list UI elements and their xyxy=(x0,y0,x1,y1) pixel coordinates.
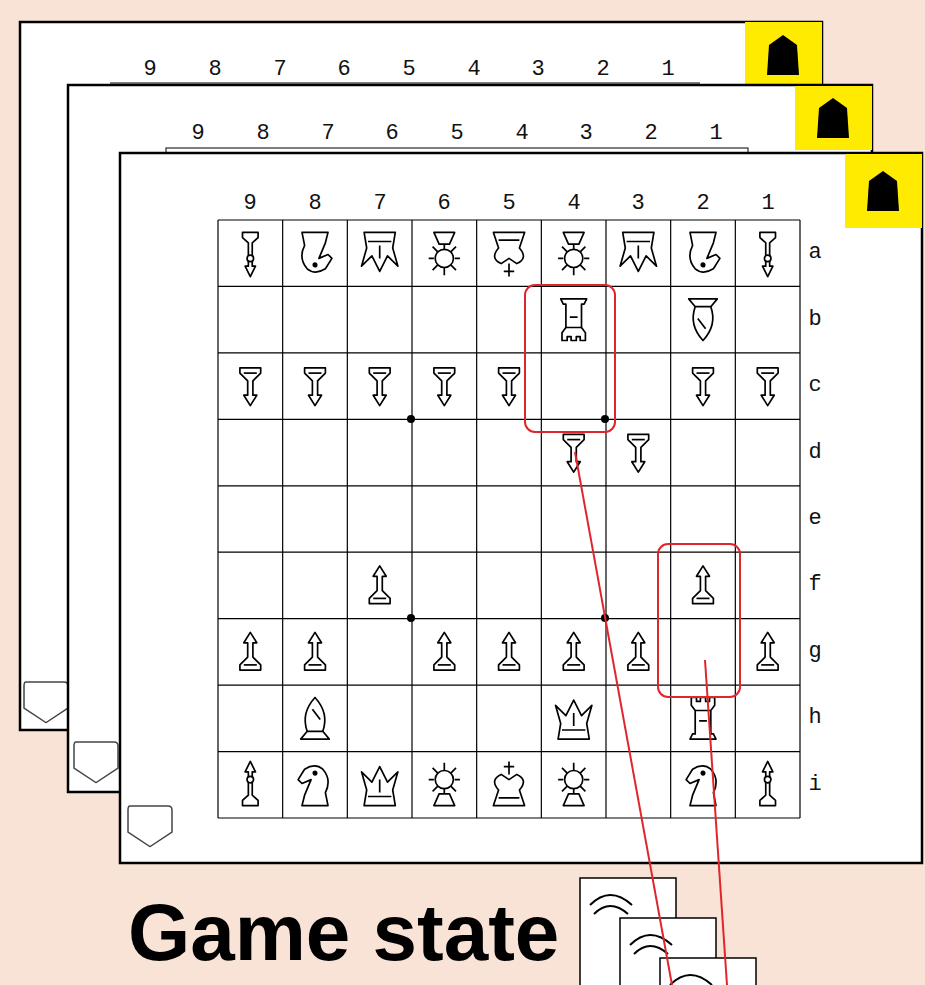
column-number: 2 xyxy=(696,193,709,215)
row-letter: h xyxy=(808,707,821,729)
shogi-piece xyxy=(499,368,520,406)
pieces xyxy=(240,232,778,805)
shogi-piece xyxy=(563,434,584,472)
shogi-piece xyxy=(760,761,776,805)
grid-line xyxy=(218,352,800,353)
column-number: 9 xyxy=(191,123,204,145)
shogi-piece xyxy=(369,566,390,604)
grid-line xyxy=(347,220,348,818)
column-number: 3 xyxy=(531,59,544,81)
grid-line xyxy=(218,552,800,553)
column-number: 1 xyxy=(761,193,774,215)
shogi-piece xyxy=(620,232,656,271)
caption: Game state xyxy=(128,893,559,973)
shogi-piece xyxy=(362,232,398,271)
shogi-piece xyxy=(240,632,261,670)
shogi-piece xyxy=(429,232,460,275)
grid-line xyxy=(541,220,542,818)
grid-line xyxy=(411,220,412,818)
column-number: 4 xyxy=(567,193,580,215)
grid-line xyxy=(799,220,800,818)
shogi-piece xyxy=(240,368,261,406)
grid-line xyxy=(218,419,800,420)
shogi-piece xyxy=(298,766,328,806)
row-letter: a xyxy=(808,242,821,264)
shogi-piece xyxy=(558,232,589,275)
shogi-piece xyxy=(628,434,649,472)
shogi-piece xyxy=(558,763,589,806)
row-letter: e xyxy=(808,508,821,530)
grid-line xyxy=(218,618,800,619)
column-number: 3 xyxy=(631,193,644,215)
column-number: 3 xyxy=(579,123,592,145)
shogi-piece xyxy=(243,232,259,276)
column-number: 8 xyxy=(308,193,321,215)
shogi-piece xyxy=(689,299,718,341)
column-number: 5 xyxy=(402,59,415,81)
column-number: 9 xyxy=(143,59,156,81)
shogi-piece xyxy=(429,763,460,806)
shogi-piece xyxy=(493,761,524,805)
shogi-piece xyxy=(434,368,455,406)
shogi-piece xyxy=(760,232,776,276)
column-number: 6 xyxy=(337,59,350,81)
grid-line xyxy=(217,220,218,818)
row-letter: f xyxy=(808,574,821,596)
column-number: 7 xyxy=(373,193,386,215)
grid-line xyxy=(218,286,800,287)
shogi-piece xyxy=(690,232,720,272)
row-letter: d xyxy=(808,442,821,464)
column-number: 1 xyxy=(661,59,674,81)
shogi-piece xyxy=(302,232,332,272)
grid-line xyxy=(218,219,800,220)
shogi-piece xyxy=(493,232,524,276)
shogi-piece xyxy=(690,698,716,740)
row-letter: c xyxy=(808,375,821,397)
shogi-piece xyxy=(563,632,584,670)
row-letter: i xyxy=(808,774,821,796)
row-letter: g xyxy=(808,641,821,663)
shogi-piece xyxy=(556,700,592,739)
column-number: 8 xyxy=(256,123,269,145)
grid-line xyxy=(282,220,283,818)
row-letter: b xyxy=(808,309,821,331)
column-number: 7 xyxy=(321,123,334,145)
shogi-piece xyxy=(499,632,520,670)
column-number: 8 xyxy=(208,59,221,81)
column-number: 6 xyxy=(437,193,450,215)
column-number: 4 xyxy=(467,59,480,81)
column-number: 9 xyxy=(243,193,256,215)
grid-line xyxy=(476,220,477,818)
shogi-piece xyxy=(693,368,714,406)
board-grid xyxy=(218,220,800,818)
grid-line xyxy=(605,220,606,818)
column-number: 5 xyxy=(502,193,515,215)
column-number: 1 xyxy=(709,123,722,145)
shogi-piece xyxy=(561,299,587,341)
shogi-piece xyxy=(243,761,259,805)
column-number: 2 xyxy=(644,123,657,145)
column-number: 7 xyxy=(273,59,286,81)
column-number: 2 xyxy=(596,59,609,81)
column-number: 5 xyxy=(450,123,463,145)
grid-line xyxy=(218,817,800,818)
shogi-piece xyxy=(757,368,778,406)
shogi-piece xyxy=(369,368,390,406)
shogi-piece xyxy=(362,767,398,806)
grid-line xyxy=(218,751,800,752)
shogi-piece xyxy=(693,566,714,604)
grid-line xyxy=(670,220,671,818)
shogi-piece xyxy=(301,698,330,740)
shogi-piece xyxy=(305,368,326,406)
column-number: 6 xyxy=(385,123,398,145)
shogi-piece xyxy=(628,632,649,670)
shogi-piece xyxy=(305,632,326,670)
shogi-piece xyxy=(434,632,455,670)
grid-line xyxy=(218,485,800,486)
grid-line xyxy=(218,685,800,686)
shogi-piece xyxy=(757,632,778,670)
column-number: 4 xyxy=(515,123,528,145)
grid-line xyxy=(735,220,736,818)
